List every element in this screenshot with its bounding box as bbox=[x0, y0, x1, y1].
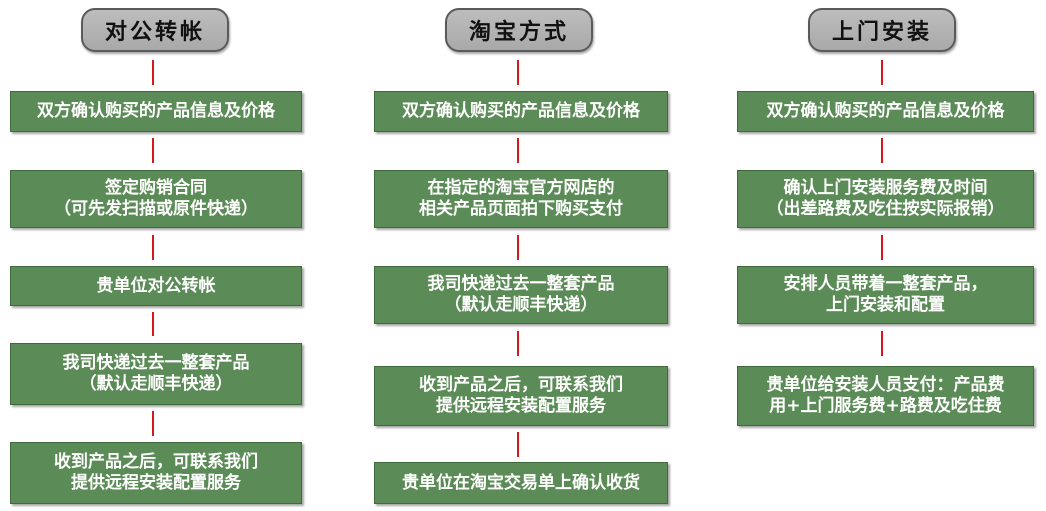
step-box: 贵单位对公转帐 bbox=[10, 266, 302, 306]
connector bbox=[152, 138, 154, 163]
connector bbox=[517, 60, 519, 85]
step-box: 确认上门安装服务费及时间 （出差路费及吃住按实际报销） bbox=[737, 170, 1034, 228]
step-box: 签定购销合同 （可先发扫描或原件快递） bbox=[10, 170, 302, 228]
column-title-transfer: 对公转帐 bbox=[81, 8, 229, 52]
connector bbox=[881, 235, 883, 260]
column-title-taobao: 淘宝方式 bbox=[445, 8, 593, 52]
connector bbox=[881, 60, 883, 85]
step-box: 贵单位给安装人员支付：产品费 用+上门服务费+路费及吃住费 bbox=[737, 366, 1034, 426]
connector bbox=[517, 235, 519, 260]
step-box: 收到产品之后，可联系我们 提供远程安装配置服务 bbox=[10, 442, 302, 504]
connector bbox=[881, 138, 883, 163]
step-box: 收到产品之后，可联系我们 提供远程安装配置服务 bbox=[374, 366, 668, 426]
connector bbox=[152, 60, 154, 85]
step-box: 贵单位在淘宝交易单上确认收货 bbox=[374, 462, 668, 504]
connector bbox=[881, 331, 883, 356]
connector bbox=[152, 312, 154, 336]
step-box: 我司快递过去一整套产品 （默认走顺丰快递） bbox=[374, 266, 668, 324]
step-box: 双方确认购买的产品信息及价格 bbox=[737, 91, 1034, 132]
connector bbox=[152, 235, 154, 260]
step-box: 在指定的淘宝官方网店的 相关产品页面拍下购买支付 bbox=[374, 170, 668, 228]
step-box: 双方确认购买的产品信息及价格 bbox=[10, 91, 302, 132]
step-box: 我司快递过去一整套产品 （默认走顺丰快递） bbox=[10, 343, 302, 405]
connector bbox=[517, 138, 519, 163]
column-title-onsite: 上门安装 bbox=[808, 8, 956, 52]
connector bbox=[152, 411, 154, 436]
connector bbox=[517, 432, 519, 457]
step-box: 双方确认购买的产品信息及价格 bbox=[374, 91, 668, 132]
connector bbox=[517, 331, 519, 356]
step-box: 安排人员带着一整套产品， 上门安装和配置 bbox=[737, 266, 1034, 324]
